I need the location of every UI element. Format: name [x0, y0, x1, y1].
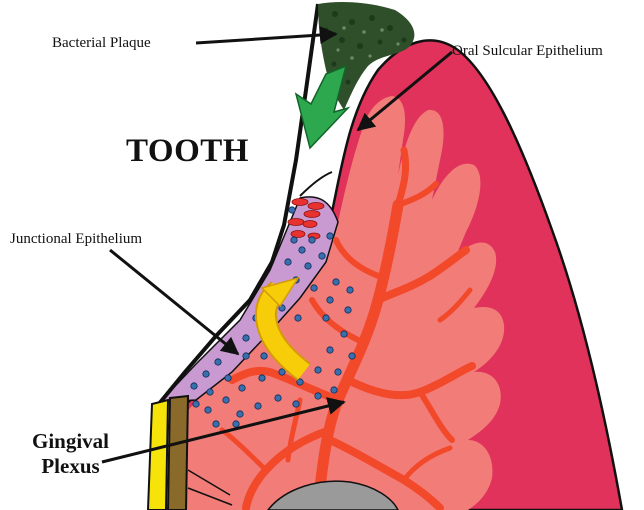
tooth-label: TOOTH	[126, 133, 249, 170]
gingival-plexus-label: Gingival Plexus	[32, 429, 109, 479]
gingival-plexus-label-line1: Gingival	[32, 429, 109, 454]
junctional-epithelium-label: Junctional Epithelium	[10, 231, 142, 248]
bacterial-plaque-label: Bacterial Plaque	[52, 35, 151, 52]
sulcus-edge	[300, 172, 332, 196]
gingival-plexus-label-line2: Plexus	[32, 454, 109, 479]
oral-sulcular-epithelium-label: Oral Sulcular Epithelium	[452, 43, 603, 60]
